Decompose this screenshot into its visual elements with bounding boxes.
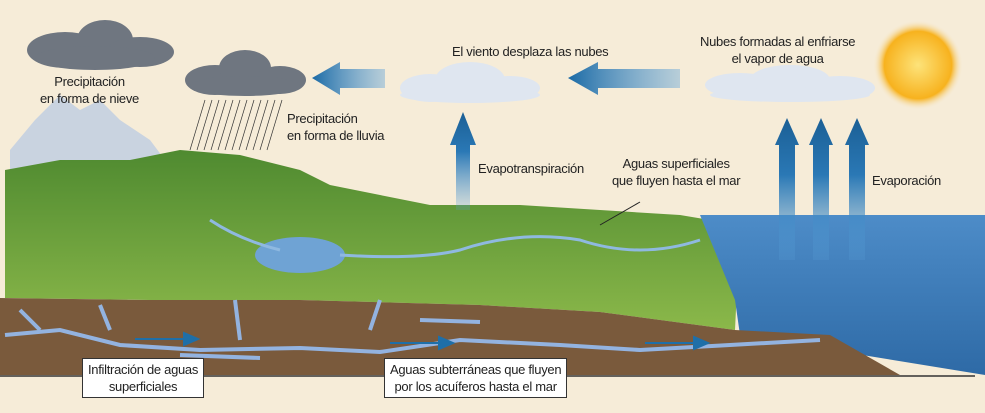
formed-cloud — [705, 65, 875, 102]
landscape — [5, 150, 740, 330]
rain-cloud — [185, 50, 306, 96]
clouds-formed-label: Nubes formadas al enfriarse el vapor de … — [700, 33, 856, 67]
evaporation-label: Evaporación — [872, 173, 941, 188]
river — [209, 218, 701, 259]
label-line: que fluyen hasta el mar — [612, 173, 741, 188]
wind-cloud — [400, 62, 540, 103]
label-line: Aguas superficiales — [622, 156, 730, 171]
surface-water-label: Aguas superficiales que fluyen hasta el … — [612, 155, 741, 189]
label-line: Precipitación — [287, 111, 358, 126]
evaporation-arrow-2 — [809, 118, 833, 260]
label-line: el vapor de agua — [731, 51, 824, 66]
label-line: en forma de nieve — [40, 91, 139, 106]
evaporation-arrow-1 — [775, 118, 799, 260]
evaporation-arrow-3 — [845, 118, 869, 260]
evapotranspiration-label: Evapotranspiración — [478, 161, 584, 176]
label-line: en forma de lluvia — [287, 128, 385, 143]
snow-cloud — [27, 20, 174, 70]
evapotranspiration-arrow — [450, 112, 476, 210]
groundwater-channels — [4, 299, 821, 360]
rain-lines — [189, 99, 283, 151]
groundwater-arrows — [135, 331, 711, 351]
label-line: superficiales — [108, 379, 178, 394]
wind-arrow-left-2 — [568, 62, 680, 95]
surface-water-pointer — [599, 201, 641, 226]
snow-precipitation-label: Precipitación en forma de nieve — [40, 73, 139, 107]
label-line: por los acuíferos hasta el mar — [394, 379, 558, 394]
groundwater-label: Aguas subterráneas que fluyen por los ac… — [384, 358, 568, 398]
wind-label: El viento desplaza las nubes — [452, 44, 609, 59]
label-line: Aguas subterráneas que fluyen — [390, 362, 562, 377]
label-line: Precipitación — [54, 74, 125, 89]
wind-arrow-left-1 — [312, 62, 385, 95]
sun — [873, 20, 963, 110]
lake — [255, 237, 345, 273]
infiltration-label: Infiltración de aguas superficiales — [82, 358, 205, 398]
label-line: Nubes formadas al enfriarse — [700, 34, 856, 49]
rain-precipitation-label: Precipitación en forma de lluvia — [287, 110, 385, 144]
label-line: Infiltración de aguas — [88, 362, 199, 377]
